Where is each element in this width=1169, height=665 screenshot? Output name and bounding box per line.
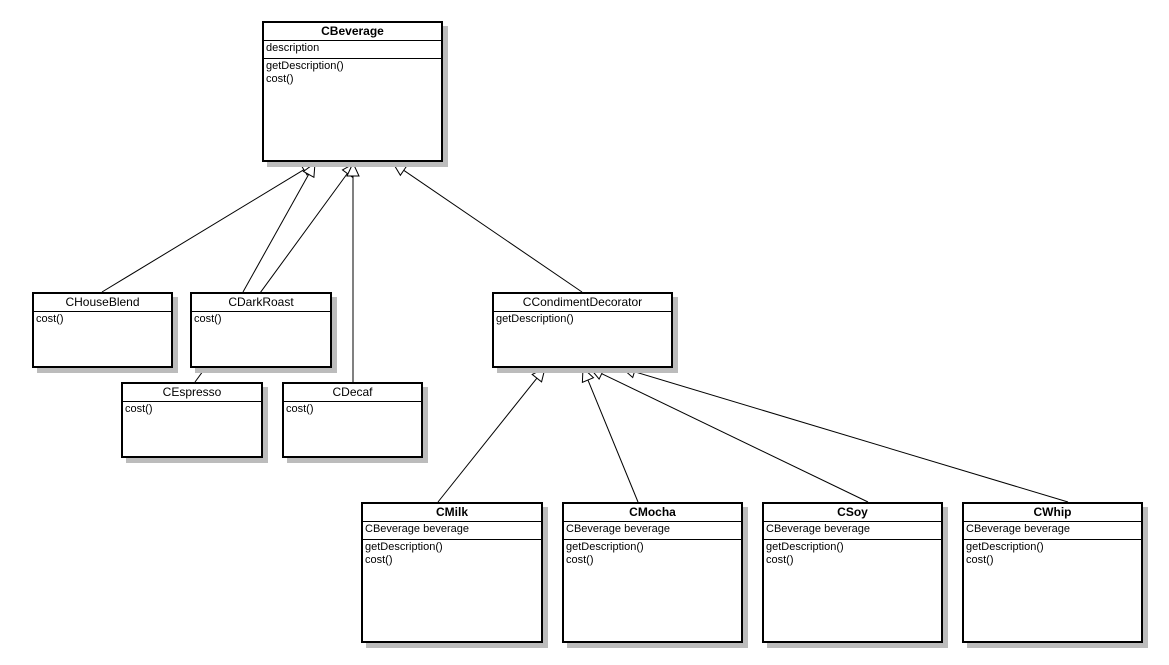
method: cost() [365, 554, 393, 566]
method: cost() [766, 554, 794, 566]
attribute: CBeverage beverage [566, 523, 670, 535]
method: cost() [125, 403, 153, 415]
methods-section: getDescription() cost() [764, 540, 941, 569]
inheritance-arrow-cmocha-to-ccondimentdecorator [581, 366, 639, 503]
method: getDescription() [966, 541, 1044, 553]
attributes-section: CBeverage beverage [564, 522, 741, 540]
class-ccondimentdecorator[interactable]: CCondimentDecorator getDescription() [492, 292, 673, 368]
method: cost() [286, 403, 314, 415]
attribute: description [266, 42, 320, 54]
attribute: CBeverage beverage [966, 523, 1070, 535]
class-cdecaf[interactable]: CDecaf cost() [282, 382, 423, 458]
attribute: CBeverage beverage [766, 523, 870, 535]
attributes-section: description [264, 41, 441, 59]
methods-section: cost() [284, 402, 421, 418]
methods-section: cost() [192, 312, 330, 328]
class-cespresso[interactable]: CEspresso cost() [121, 382, 263, 458]
class-name: CSoy [764, 504, 941, 522]
method: getDescription() [566, 541, 644, 553]
class-name: CWhip [964, 504, 1141, 522]
inheritance-arrow-cdecaf-to-cbeverage [346, 161, 360, 382]
class-name: CBeverage [264, 23, 441, 41]
methods-section: getDescription() cost() [363, 540, 541, 569]
class-cmocha[interactable]: CMocha CBeverage beverage getDescription… [562, 502, 743, 643]
inheritance-arrow-cdarkroast-to-cbeverage [242, 161, 316, 293]
methods-section: cost() [123, 402, 261, 418]
inheritance-arrow-cwhip-to-ccondimentdecorator [620, 365, 1069, 503]
class-cbeverage[interactable]: CBeverage description getDescription() c… [262, 21, 443, 162]
class-name: CMocha [564, 504, 741, 522]
methods-section: getDescription() [494, 312, 671, 328]
attributes-section: CBeverage beverage [363, 522, 541, 540]
attributes-section: CBeverage beverage [764, 522, 941, 540]
inheritance-arrow-cmilk-to-ccondimentdecorator [437, 367, 546, 503]
inheritance-arrow-ccondimentdecorator-to-cbeverage [392, 162, 583, 293]
method: getDescription() [266, 60, 344, 72]
methods-section: getDescription() cost() [264, 59, 441, 88]
method: cost() [194, 313, 222, 325]
class-name: CCondimentDecorator [494, 294, 671, 312]
method: cost() [966, 554, 994, 566]
class-name: CHouseBlend [34, 294, 171, 312]
class-cdarkroast[interactable]: CDarkRoast cost() [190, 292, 332, 368]
class-name: CMilk [363, 504, 541, 522]
method: cost() [36, 313, 64, 325]
attribute: CBeverage beverage [365, 523, 469, 535]
method: cost() [266, 73, 294, 85]
class-cwhip[interactable]: CWhip CBeverage beverage getDescription(… [962, 502, 1143, 643]
class-name: CDecaf [284, 384, 421, 402]
method: getDescription() [496, 313, 574, 325]
inheritance-arrow-chouseblend-to-cbeverage [101, 162, 317, 293]
attributes-section: CBeverage beverage [964, 522, 1141, 540]
inheritance-arrow-csoy-to-ccondimentdecorator [588, 367, 869, 503]
class-csoy[interactable]: CSoy CBeverage beverage getDescription()… [762, 502, 943, 643]
methods-section: getDescription() cost() [564, 540, 741, 569]
method: cost() [566, 554, 594, 566]
methods-section: getDescription() cost() [964, 540, 1141, 569]
methods-section: cost() [34, 312, 171, 328]
class-cmilk[interactable]: CMilk CBeverage beverage getDescription(… [361, 502, 543, 643]
class-name: CEspresso [123, 384, 261, 402]
method: getDescription() [365, 541, 443, 553]
class-chouseblend[interactable]: CHouseBlend cost() [32, 292, 173, 368]
class-name: CDarkRoast [192, 294, 330, 312]
method: getDescription() [766, 541, 844, 553]
